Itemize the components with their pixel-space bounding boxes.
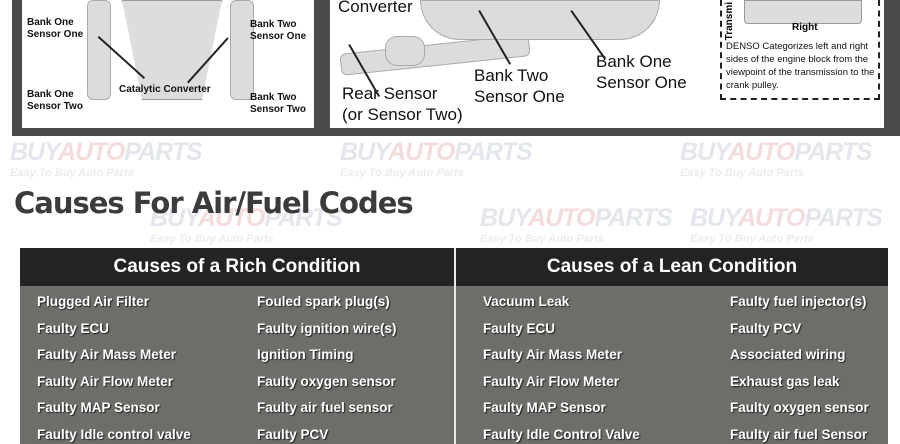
column-divider (454, 248, 456, 444)
rich-cause-item: Faulty Air Mass Meter (37, 347, 177, 362)
label: Sensor One (250, 31, 307, 42)
converter-illustration (385, 36, 425, 66)
rich-cause-item: Faulty air fuel sensor (257, 400, 393, 415)
rich-cause-item: Faulty Air Flow Meter (37, 373, 174, 389)
label: Sensor Two (250, 104, 306, 115)
converter-label: Converter (338, 0, 413, 16)
lean-cause-item: Exhaust gas leak (730, 373, 840, 389)
rich-header: Causes of a Rich Condition (20, 248, 454, 286)
label: Sensor One (474, 87, 565, 106)
diagram-v-engine: Converter Rear Sensor (or Sensor Two) Ban… (330, 0, 884, 128)
label: Rear Sensor (342, 84, 438, 103)
lean-cause-item: Associated wiring (730, 347, 846, 362)
label: Sensor One (27, 29, 84, 40)
label: Sensor Two (27, 101, 83, 112)
label: Bank Two (474, 66, 549, 85)
left-exhaust-pipe (87, 0, 111, 100)
label: Bank One (596, 52, 672, 71)
lean-cause-item: Faulty fuel injector(s) (730, 294, 867, 309)
lean-cause-item: Faulty oxygen sensor (730, 400, 869, 415)
lean-cause-item: Faulty ECU (483, 320, 556, 336)
causes-table: Causes of a Rich Condition Causes of a L… (20, 248, 888, 444)
label: Bank Two (250, 92, 297, 103)
label: Bank One (27, 89, 74, 100)
rich-cause-item: Faulty Idle control valve (37, 426, 191, 442)
engine-illustration (744, 0, 862, 24)
right-label: Right (792, 22, 818, 33)
label: (or Sensor Two) (342, 105, 463, 124)
lean-cause-item: Faulty air fuel Sensor (730, 426, 868, 442)
catalytic-converter-label: Catalytic Converter (119, 84, 211, 95)
lean-cause-item: Faulty Idle Control Valve (483, 426, 640, 442)
rich-cause-item: Faulty ignition wire(s) (257, 320, 397, 336)
lean-header: Causes of a Lean Condition (456, 248, 888, 286)
right-exhaust-pipe (230, 0, 254, 100)
lean-cause-item: Faulty Air Mass Meter (483, 347, 623, 362)
denso-inset: Transmi Right DENSO Categorizes left and… (720, 0, 880, 100)
lean-cause-item: Faulty Air Flow Meter (483, 373, 620, 389)
manifold-illustration (420, 0, 660, 40)
label: Sensor One (596, 73, 687, 92)
label: Bank Two (250, 19, 297, 30)
transmission-label: Transmi (724, 2, 735, 41)
label: Bank One (27, 17, 74, 28)
engine-block-illustration (122, 0, 222, 100)
lean-cause-item: Vacuum Leak (483, 294, 570, 309)
page-title: Causes For Air/Fuel Codes (14, 186, 414, 220)
rich-cause-item: Faulty MAP Sensor (37, 400, 160, 415)
rich-cause-item: Ignition Timing (257, 347, 354, 362)
lean-cause-item: Faulty MAP Sensor (483, 400, 606, 415)
denso-note: DENSO Categorizes left and right sides o… (726, 41, 875, 91)
rich-cause-item: Faulty ECU (37, 320, 110, 336)
rich-cause-item: Faulty oxygen sensor (257, 373, 396, 389)
rich-cause-item: Fouled spark plug(s) (257, 294, 390, 309)
rich-cause-item: Plugged Air Filter (37, 294, 150, 309)
rich-cause-item: Faulty PCV (257, 426, 329, 442)
lean-cause-item: Faulty PCV (730, 320, 802, 336)
